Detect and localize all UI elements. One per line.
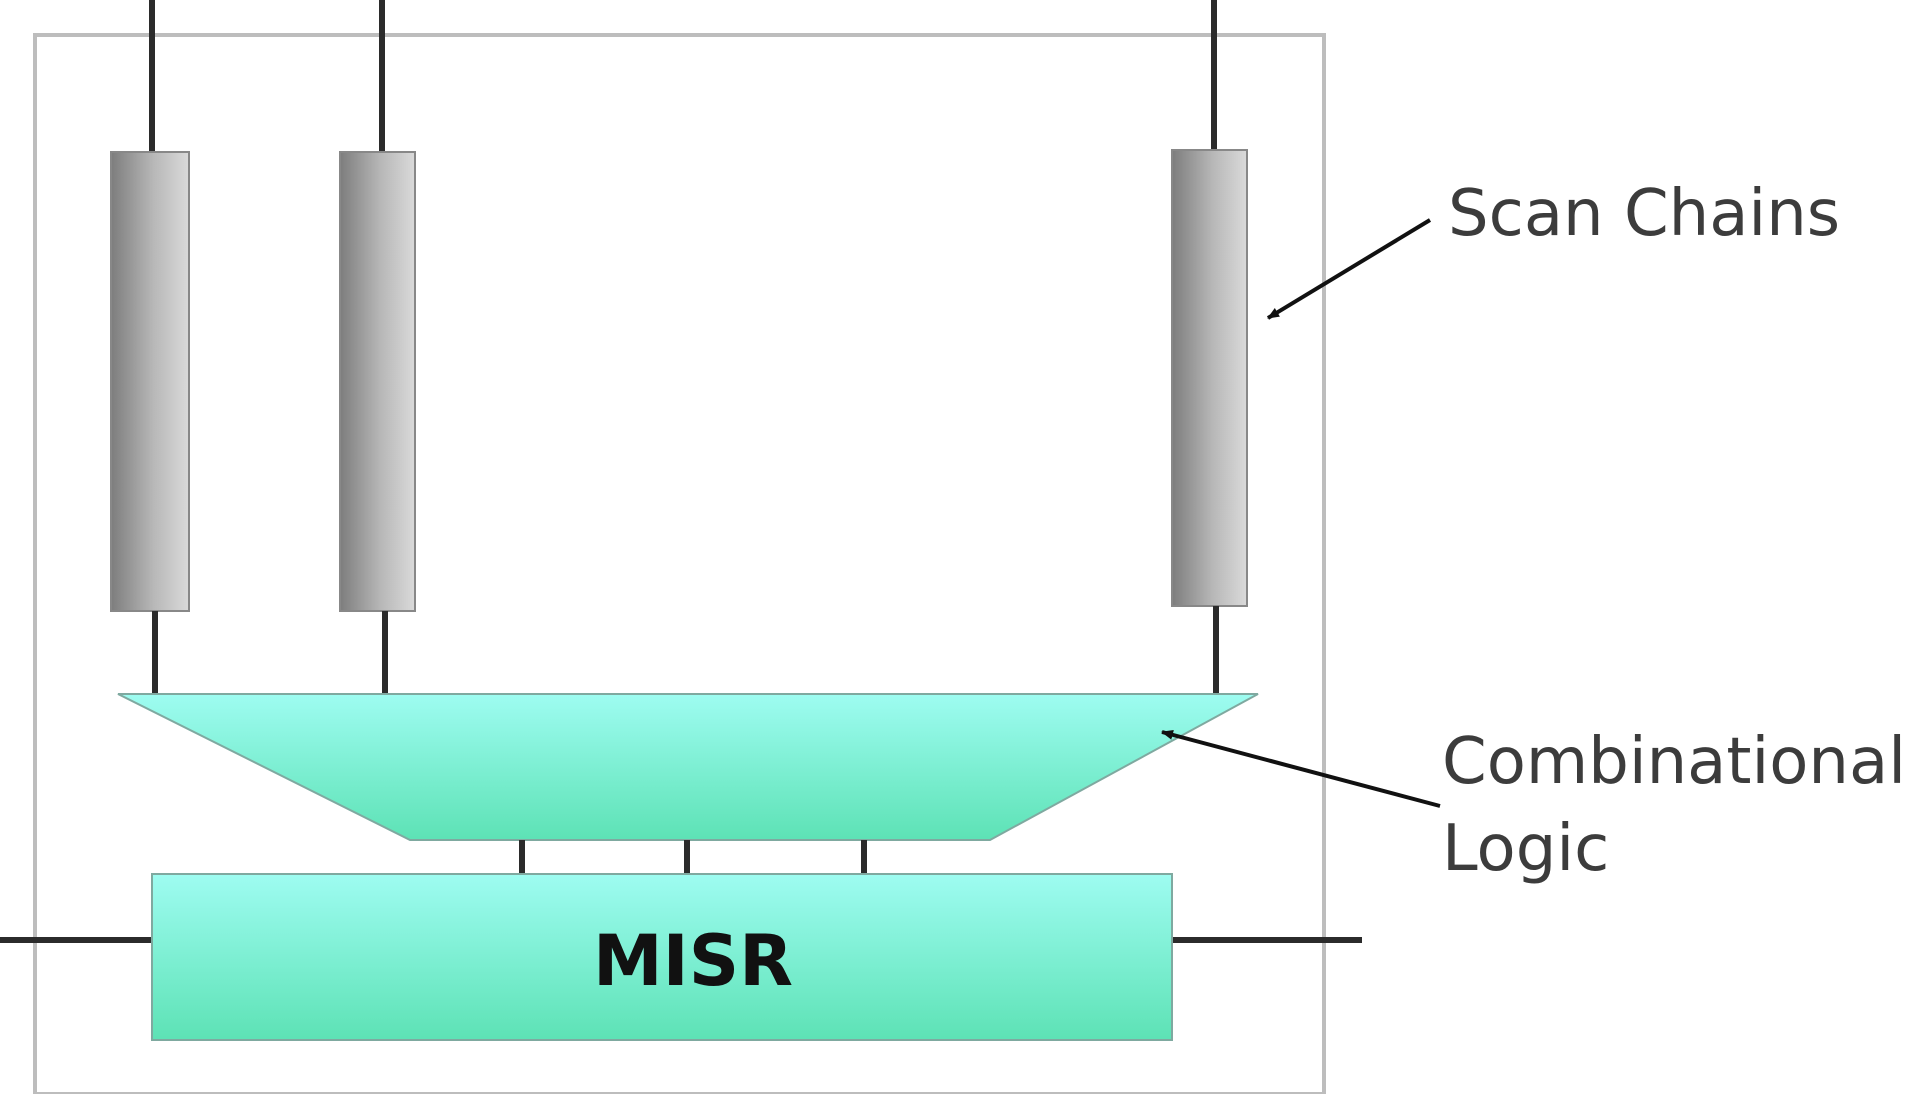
scan-chains-arrow (1266, 218, 1432, 320)
combinational-logic-block (117, 693, 1259, 841)
input-wires (149, 0, 1217, 152)
chain-output-wires (152, 606, 1219, 694)
scan-chains (110, 149, 1248, 612)
combinational-label-line2: Logic (1442, 812, 1609, 886)
scan-chain-3 (1171, 149, 1248, 607)
scan-chains-label: Scan Chains (1448, 177, 1840, 251)
combinational-label-line1: Combinational (1442, 725, 1906, 799)
outer-frame (33, 33, 1326, 1094)
misr-block (151, 873, 1173, 1041)
scan-chain-2 (339, 151, 416, 612)
misr-label: MISR (593, 920, 793, 1002)
logic-output-wires (519, 840, 867, 876)
scan-chain-1 (110, 151, 190, 612)
combinational-logic-arrow (1161, 729, 1441, 808)
